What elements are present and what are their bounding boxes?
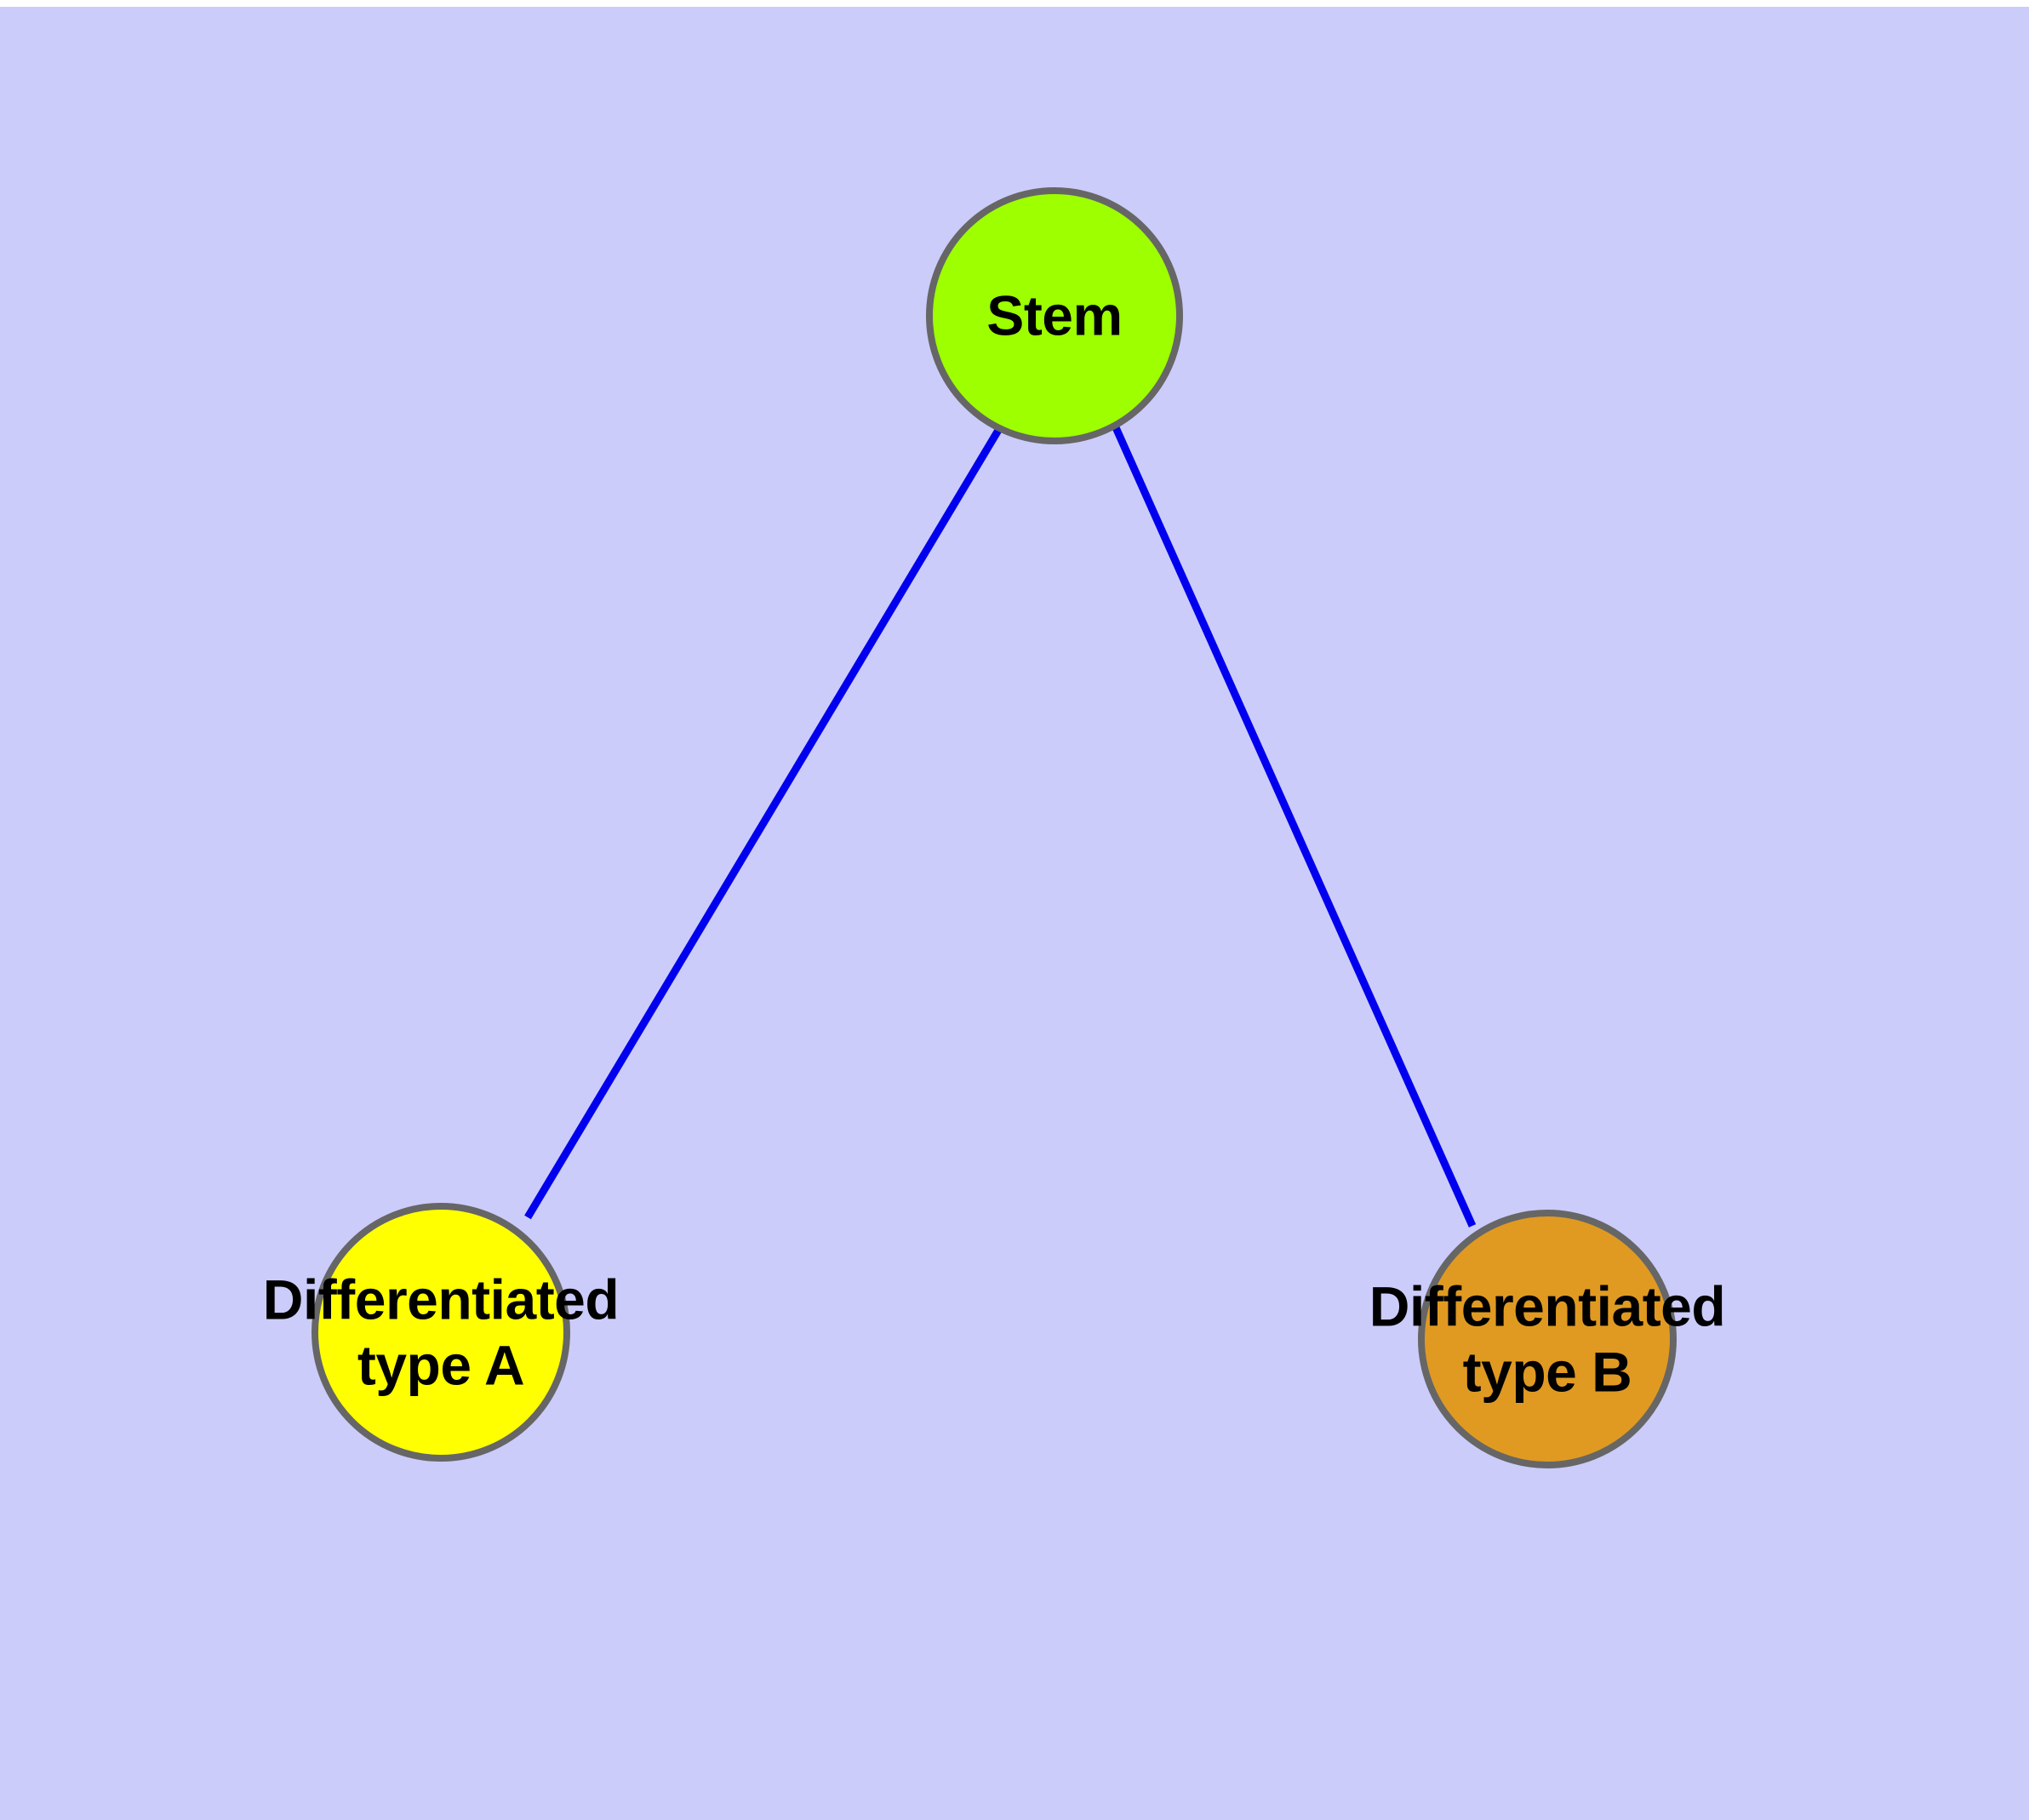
- edge-layer: [524, 424, 1477, 1228]
- graph-node-stem[interactable]: [926, 187, 1183, 444]
- graph-edge[interactable]: [524, 425, 1003, 1220]
- graph-node-diff-b[interactable]: [1418, 1210, 1677, 1468]
- graph-node-diff-a[interactable]: [311, 1203, 570, 1462]
- graph-edge[interactable]: [1111, 424, 1477, 1228]
- node-layer: [311, 187, 1677, 1468]
